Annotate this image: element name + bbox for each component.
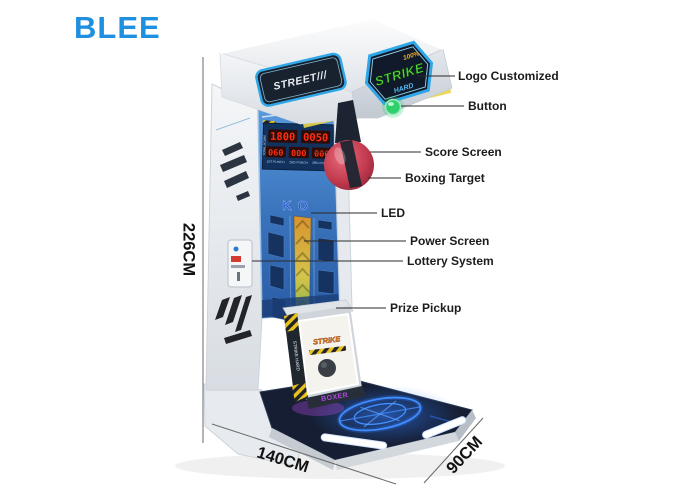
callout-lottery-system: Lottery System [407, 254, 494, 268]
punch-label-1: 1ST PUNCH [266, 160, 285, 164]
marquee-logo-left: STREET/// [255, 52, 347, 107]
dimension-line-width [211, 423, 397, 485]
brand-logo: BLEE [74, 10, 161, 45]
score-punch-1: 060 [268, 148, 284, 158]
floor-emblem [337, 395, 423, 433]
callout-power-screen: Power Screen [410, 234, 490, 248]
callout-led: LED [381, 206, 405, 220]
coin-slot [237, 272, 240, 281]
start-button [382, 96, 404, 118]
leader-lines [252, 75, 464, 309]
machine-base-left [203, 383, 301, 467]
score-screen-display: TOTAL SCORE 1800 0050 060 000 000 1ST PU… [261, 122, 335, 172]
console: STRIKE HARD STRIKE BOXER [282, 299, 366, 409]
side-decal-glyphs [220, 142, 250, 201]
head-led-edge [219, 16, 444, 55]
purple-floor-glow [292, 400, 344, 416]
callout-prize-pickup: Prize Pickup [390, 301, 462, 315]
callout-logo-customized: Logo Customized [458, 69, 559, 83]
tower-side-panel [205, 83, 263, 391]
console-screen-title: STRIKE [312, 334, 341, 346]
score-side-label: TOTAL SCORE [262, 135, 267, 156]
punch-label-2: 2ND PUNCH [289, 160, 308, 165]
score-punch-2: 000 [291, 149, 307, 159]
tower-front-panel: TOTAL SCORE 1800 0050 060 000 000 1ST PU… [257, 105, 341, 337]
console-screen: STRIKE [297, 312, 360, 396]
coin-door [227, 239, 253, 288]
floor-led-strip-front [320, 433, 388, 450]
console-brand-text: BOXER [321, 392, 349, 403]
punch-label-3: 3RD PUNCH [312, 161, 331, 166]
console-side-text: STRIKE HARD [292, 340, 301, 371]
floor-led-strip-right [422, 416, 467, 439]
callout-boxing-target: Boxing Target [405, 171, 485, 185]
dimension-height: 226CM [179, 222, 198, 277]
callout-button: Button [468, 99, 507, 113]
dimension-line-depth [423, 417, 484, 484]
score-value-high: 0050 [303, 132, 329, 145]
strike-logo-top: 100% [402, 50, 420, 62]
side-decal-stripes [215, 295, 252, 344]
console-kick-panel [306, 386, 366, 409]
boxing-ball [324, 100, 374, 190]
score-value-total: 1800 [270, 131, 296, 144]
strike-logo: 100% STRIKE HARD [364, 40, 434, 106]
ko-meter-title: KO [282, 198, 314, 213]
callout-score-screen: Score Screen [425, 145, 502, 159]
console-screen-glove-art [318, 359, 336, 377]
console-side-band [284, 313, 308, 403]
score-punch-3: 000 [314, 149, 330, 159]
dimension-lines [202, 57, 484, 485]
